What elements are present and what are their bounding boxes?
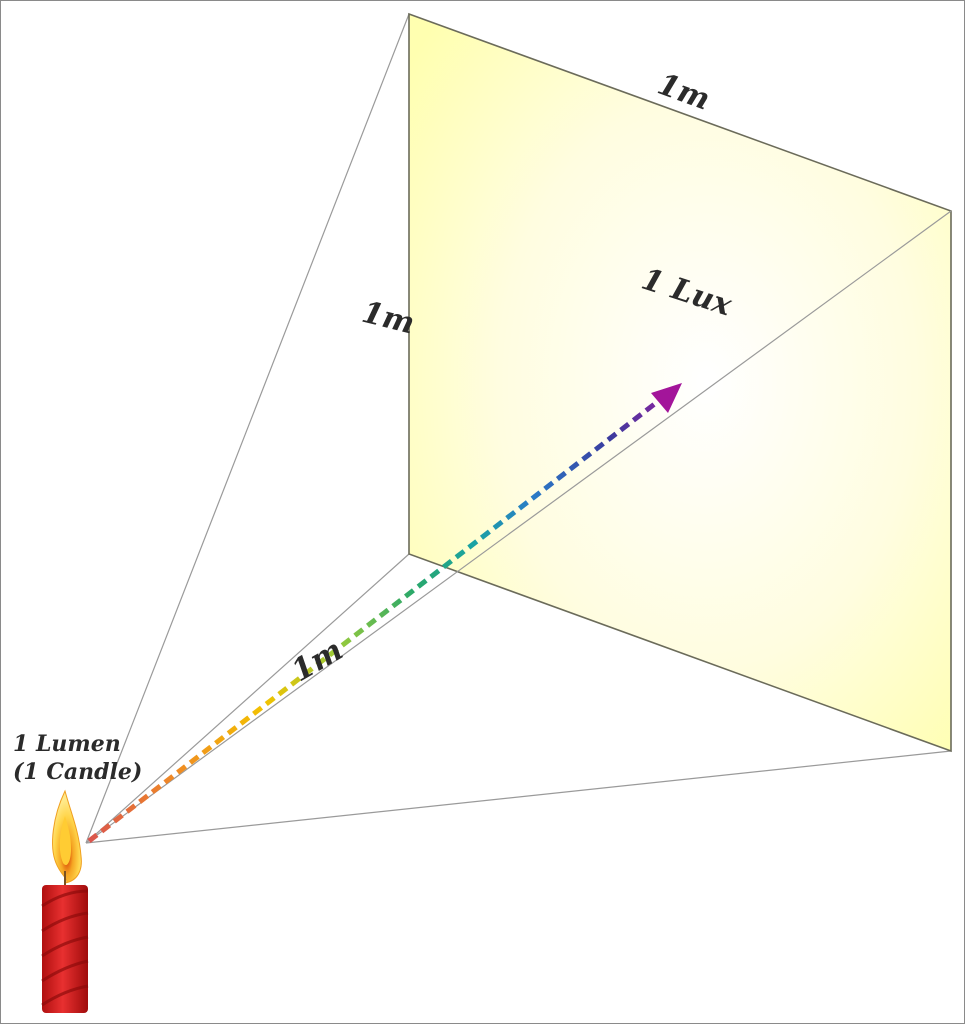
frustum-line-top-right	[85, 210, 952, 844]
candle-icon	[41, 789, 89, 1013]
source-label-line1: 1 Lumen	[13, 731, 121, 757]
illuminated-plane	[408, 12, 952, 753]
frustum-lines	[85, 13, 952, 844]
light-ray-arrow	[87, 397, 663, 843]
arrow-head-icon	[651, 383, 682, 413]
source-label-line2: (1 Candle)	[13, 759, 142, 785]
